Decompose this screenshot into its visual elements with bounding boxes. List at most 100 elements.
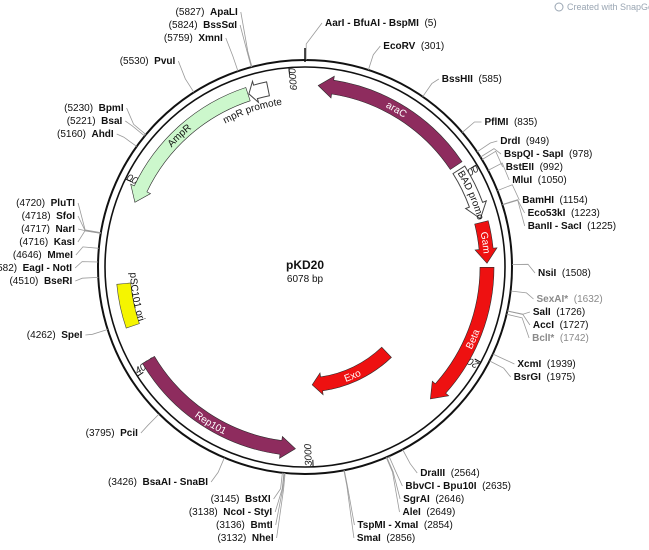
site-name: AleI: [403, 507, 422, 518]
site-label: (3132) NheI: [217, 533, 273, 544]
restriction-site: (3136) BmtI: [216, 520, 273, 531]
site-name: AccI: [533, 320, 554, 331]
site-name: BsaAI - SnaBI: [143, 477, 209, 488]
restriction-site: NsiI (1508): [538, 268, 591, 279]
site-label: (3138) NcoI - StyI: [189, 507, 273, 518]
site-position: (5221): [67, 116, 96, 127]
site-name: PciI: [120, 428, 138, 439]
site-label: SexAI* (1632): [537, 294, 603, 305]
restriction-site: (4720) PluTI: [16, 198, 75, 209]
site-label: TspMI - XmaI (2854): [357, 520, 452, 531]
site-name: BstXI: [245, 494, 271, 505]
site-position: (3132): [217, 533, 246, 544]
restriction-site: SalI (1726): [533, 307, 585, 318]
site-name: AarI - BfuAI - BspMI: [325, 18, 419, 29]
snapgene-watermark: Created with SnapGene®: [554, 2, 649, 12]
restriction-site: BanII - SacI (1225): [528, 221, 616, 232]
site-leader-line: [276, 472, 286, 539]
plasmid-name: pKD20: [286, 258, 324, 272]
feature-ampr: AmpR: [130, 87, 251, 203]
site-name: BbvCI - Bpu10I: [405, 481, 476, 492]
site-name: DraIII: [420, 468, 445, 479]
watermark-text: Created with SnapGene®: [567, 2, 649, 12]
site-leader-line: [502, 199, 526, 227]
snapgene-logo-icon: [554, 2, 564, 12]
site-name: BssSαI: [203, 20, 237, 31]
site-position: (5): [424, 18, 436, 29]
site-position: (4510): [9, 276, 38, 287]
site-name: BsrGI: [514, 372, 541, 383]
feature-beta-arrow: [430, 267, 495, 400]
site-name: BpmI: [99, 103, 124, 114]
site-label: EcoRV (301): [383, 41, 444, 52]
site-leader-line: [210, 457, 225, 483]
site-name: BssHII: [442, 74, 473, 85]
site-leader-line: [140, 413, 160, 434]
site-leader-line: [388, 456, 403, 487]
restriction-site: (4582) EagI - NotI: [0, 263, 72, 274]
site-leader-line: [476, 140, 498, 153]
site-name: SfoI: [56, 211, 75, 222]
site-name: SpeI: [61, 330, 82, 341]
site-leader-line: [125, 120, 145, 137]
site-position: (4646): [13, 250, 42, 261]
site-leader-line: [343, 470, 355, 526]
site-name: BspQI - SapI: [504, 149, 564, 160]
site-label: (5824) BssSαI: [169, 20, 238, 31]
site-position: (2564): [451, 468, 480, 479]
site-label: (4582) EagI - NotI: [0, 263, 72, 274]
site-leader-line: [402, 449, 418, 474]
site-label: BssHII (585): [442, 74, 502, 85]
site-label: (4262) SpeI: [27, 330, 83, 341]
site-label: (3136) BmtI: [216, 520, 273, 531]
restriction-site: (3138) NcoI - StyI: [189, 507, 273, 518]
feature-arac: araC: [317, 75, 463, 170]
feature-arabad-arrow: [452, 165, 488, 220]
tick-mark: [288, 67, 290, 75]
site-label: PflMI (835): [485, 117, 538, 128]
site-name: BstEII: [506, 162, 535, 173]
restriction-site: (5221) BsaI: [67, 116, 123, 127]
site-name: ApaLI: [210, 7, 238, 18]
tick-label: 3000: [303, 443, 315, 466]
site-name: NsiI: [538, 268, 557, 279]
feature-gam-label: Gam: [478, 231, 492, 254]
site-leader-line: [74, 261, 99, 269]
site-leader-line: [116, 133, 137, 147]
site-position: (3795): [86, 428, 115, 439]
site-position: (2854): [424, 520, 453, 531]
restriction-site: (4262) SpeI: [27, 330, 83, 341]
restriction-site: (4718) SfoI: [22, 211, 76, 222]
feature-amprp-arrow: [248, 79, 270, 104]
site-label: (5759) XmnI: [164, 33, 223, 44]
site-label: SgrAI (2646): [403, 494, 464, 505]
site-name: EagI - NotI: [23, 263, 73, 274]
feature-rep101: Rep101: [142, 355, 296, 459]
site-label: (3145) BstXI: [211, 494, 271, 505]
site-position: (3136): [216, 520, 245, 531]
restriction-site: Eco53kI (1223): [528, 208, 600, 219]
site-name: NcoI - StyI: [223, 507, 272, 518]
tick-label: 6000: [287, 67, 300, 90]
site-position: (2649): [426, 507, 455, 518]
site-position: (4720): [16, 198, 45, 209]
restriction-site: BamHI (1154): [522, 195, 587, 206]
site-position: (4717): [21, 224, 50, 235]
site-name: BseRI: [44, 276, 73, 287]
restriction-site: EcoRV (301): [383, 41, 444, 52]
site-position: (5160): [57, 129, 86, 140]
restriction-site: (5759) XmnI: [164, 33, 223, 44]
site-label: BbvCI - Bpu10I (2635): [405, 481, 511, 492]
site-leader-lines: [74, 11, 536, 539]
site-position: (4262): [27, 330, 56, 341]
site-position: (835): [514, 117, 537, 128]
site-name: MmeI: [47, 250, 73, 261]
site-leader-line: [273, 472, 283, 500]
restriction-site: BsrGI (1975): [514, 372, 576, 383]
site-leader-line: [507, 310, 531, 326]
site-label: BstEII (992): [506, 162, 563, 173]
site-position: (5759): [164, 33, 193, 44]
site-leader-line: [385, 457, 400, 513]
restriction-site: (5530) PvuI: [120, 56, 176, 67]
